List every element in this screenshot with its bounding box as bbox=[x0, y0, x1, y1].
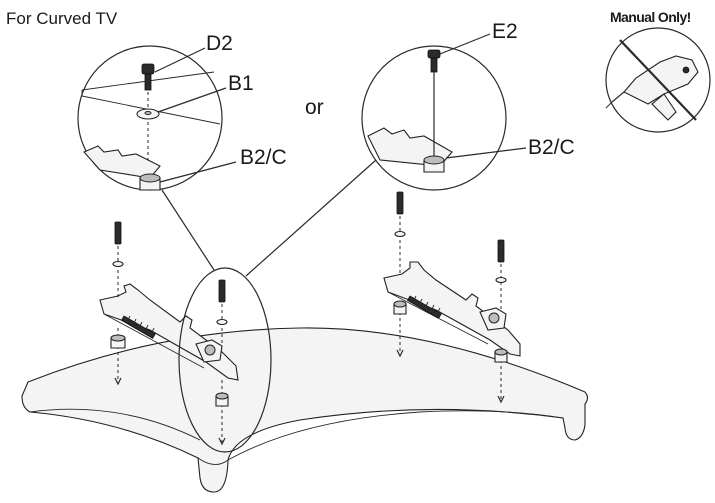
b1-label: B1 bbox=[228, 72, 254, 95]
left-bracket bbox=[99, 283, 239, 381]
b1-leader bbox=[157, 87, 227, 113]
left-rear-screw bbox=[215, 279, 229, 446]
right-rear-screw bbox=[494, 239, 508, 404]
connector-right bbox=[245, 159, 377, 277]
right-front-screw bbox=[393, 191, 407, 358]
b2c-left-label: B2/C bbox=[240, 146, 287, 169]
detail-circle-right bbox=[361, 45, 507, 191]
tv-base bbox=[21, 327, 589, 493]
left-front-screw bbox=[110, 221, 126, 386]
d2-label: D2 bbox=[206, 32, 233, 55]
no-power-drill-icon bbox=[605, 27, 711, 133]
b2c-left-leader bbox=[159, 161, 237, 183]
right-bracket bbox=[383, 261, 521, 357]
e2-leader bbox=[439, 33, 491, 55]
detail-circle-left bbox=[77, 45, 223, 191]
or-label: or bbox=[305, 96, 324, 119]
d2-leader bbox=[154, 47, 206, 73]
e2-label: E2 bbox=[492, 20, 518, 43]
detail-highlight-ellipse bbox=[178, 267, 272, 453]
manual-only-label: Manual Only! bbox=[610, 9, 691, 25]
b2c-right-label: B2/C bbox=[528, 136, 575, 159]
connector-left bbox=[161, 189, 215, 271]
b2c-right-leader bbox=[445, 147, 527, 159]
diagram-title: For Curved TV bbox=[6, 9, 118, 28]
